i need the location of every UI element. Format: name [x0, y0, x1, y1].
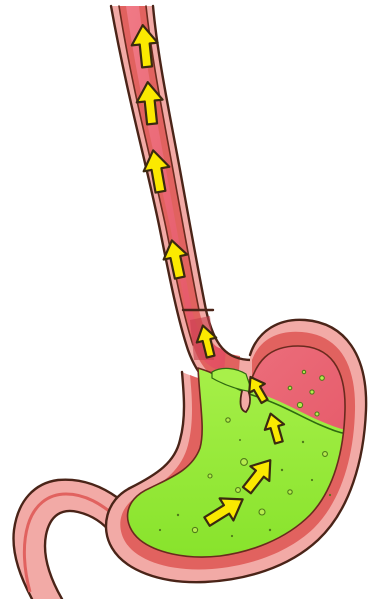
- bubble-icon: [241, 459, 248, 466]
- esophagus: [111, 6, 252, 395]
- bubble-icon: [236, 488, 241, 493]
- bubble-icon: [288, 386, 292, 390]
- bubble-icon: [192, 527, 197, 532]
- bubble-icon: [288, 490, 292, 494]
- bubble-icon: [226, 418, 230, 422]
- duodenum: [13, 480, 118, 599]
- bubble-icon: [315, 412, 319, 416]
- bubble-icon: [320, 376, 325, 381]
- bubble-icon: [297, 402, 302, 407]
- bubble-icon: [208, 474, 212, 478]
- bubble-icon: [310, 390, 314, 394]
- bubble-icon: [302, 370, 305, 373]
- bubble-icon: [259, 509, 265, 515]
- bubble-icon: [323, 452, 328, 457]
